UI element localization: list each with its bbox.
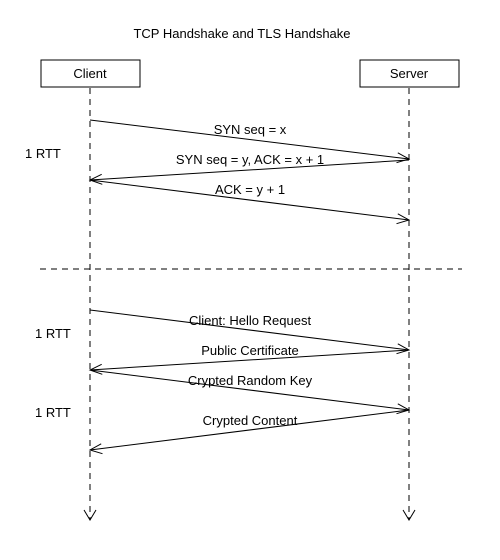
participant-client-label: Client xyxy=(73,66,107,81)
message-label: Public Certificate xyxy=(201,343,299,358)
message-crypted-content: Crypted Content xyxy=(88,409,410,455)
message-label: SYN seq = x xyxy=(214,122,287,137)
message-crypted-random-key: Crypted Random Key xyxy=(89,369,411,415)
rtt-note-tcp: 1 RTT xyxy=(25,146,61,161)
participant-server: Server xyxy=(359,59,460,88)
arrowhead xyxy=(396,152,411,164)
message-syn: SYN seq = x xyxy=(89,119,411,164)
arrowhead xyxy=(396,213,411,225)
message-label: Crypted Content xyxy=(203,413,298,428)
message-arrow-line xyxy=(89,309,410,351)
message-ack: ACK = y + 1 xyxy=(89,179,411,225)
diagram-title: TCP Handshake and TLS Handshake xyxy=(133,26,350,41)
message-arrow-line xyxy=(89,349,410,371)
message-arrow-line xyxy=(89,119,410,160)
participant-server-label: Server xyxy=(390,66,429,81)
message-client-hello: Client: Hello Request xyxy=(89,309,411,355)
message-syn-ack: SYN seq = y, ACK = x + 1 xyxy=(88,152,410,185)
client-lifeline-end-arrow xyxy=(83,509,97,521)
message-arrow-line xyxy=(89,409,410,451)
message-arrow-line xyxy=(89,159,410,181)
participant-client-box xyxy=(40,59,141,88)
message-label: ACK = y + 1 xyxy=(215,182,285,197)
message-public-certificate: Public Certificate xyxy=(88,343,410,375)
participant-client: Client xyxy=(40,59,141,88)
rtt-note-tls-2: 1 RTT xyxy=(35,405,71,420)
message-arrow-line xyxy=(89,179,410,221)
arrowhead xyxy=(88,443,103,455)
rtt-note-tls-1: 1 RTT xyxy=(35,326,71,341)
participant-server-box xyxy=(359,59,460,88)
message-label: Client: Hello Request xyxy=(189,313,312,328)
server-lifeline-end-arrow xyxy=(402,509,416,521)
message-label: Crypted Random Key xyxy=(188,373,313,388)
message-arrow-line xyxy=(89,369,410,411)
message-label: SYN seq = y, ACK = x + 1 xyxy=(176,152,324,167)
